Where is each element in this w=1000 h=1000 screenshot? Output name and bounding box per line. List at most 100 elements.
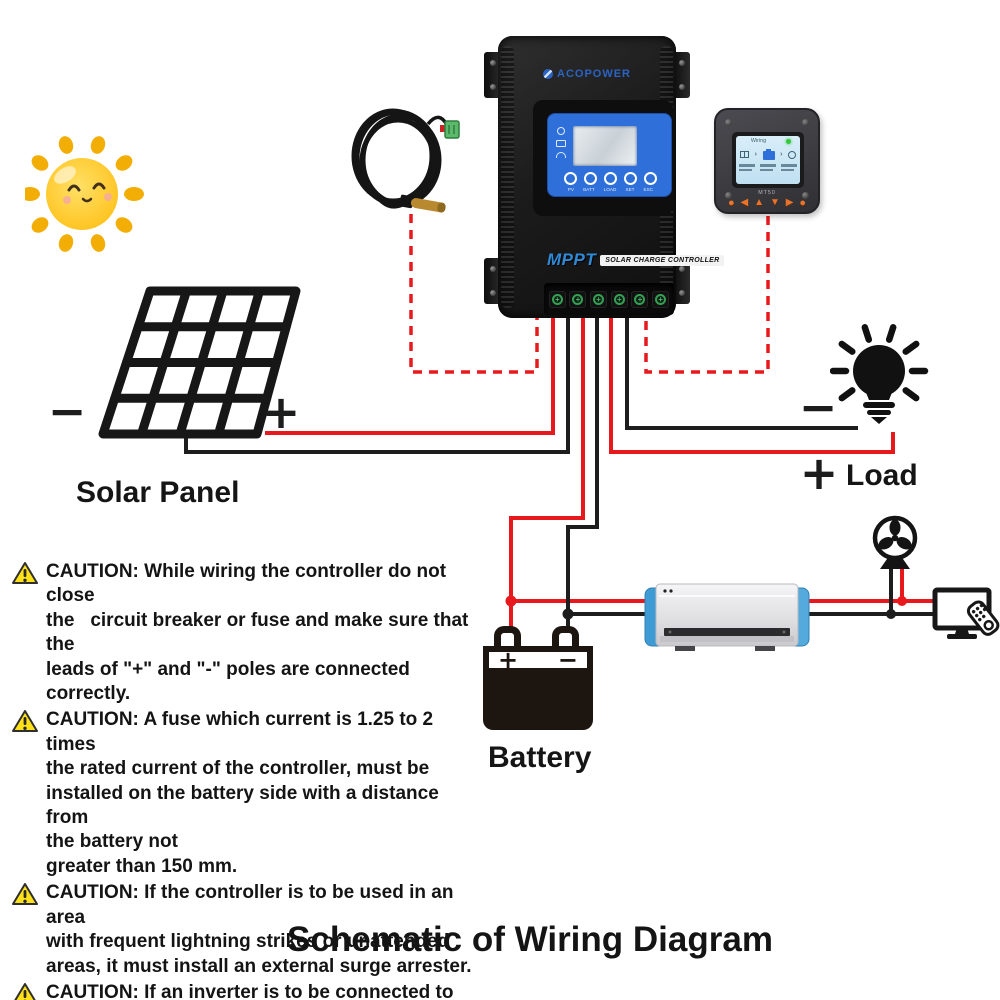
caution-text: CAUTION: If an inverter is to be connect… [46,981,454,1000]
display-panel: PV BATT LOAD SET ESC [547,113,672,197]
status-icon-column [556,127,566,158]
screw [802,192,809,199]
sun-illustration [25,133,145,259]
remote-control-icon [966,600,1000,636]
power-led [786,139,791,144]
esc-button: ● [728,197,735,209]
meter-buttons: ● ◀ ▲ ▼ ▶ ● [728,197,806,209]
caution-text: CAUTION: If the controller is to be used… [46,882,472,977]
terminal-screw: + [569,290,587,308]
solar-panel-label: Solar Panel [76,476,240,509]
warning-icon [12,883,38,906]
caution-text: CAUTION: A fuse which current is 1.25 to… [46,709,439,877]
terminal-block: + + + + + + [544,283,674,315]
battery-positive-wire [509,314,585,628]
lcd-screen [573,126,637,166]
screw [725,192,732,199]
sensor-probe [410,198,446,213]
caution-text: CAUTION: While wiring the controller do … [46,561,469,705]
set-button-label: SET [625,188,635,193]
solar-minus-label: − [47,384,87,438]
meter-screen-bezel: Wiring › › [732,132,804,188]
inverter-icon [644,583,810,651]
fan-icon [872,515,918,569]
batt-button-label: BATT [583,188,595,193]
display-module: PV BATT LOAD SET ESC [533,100,673,216]
controller-buttons [564,172,657,185]
left-arrow-button: ◀ [740,197,749,208]
inverter [643,574,811,664]
right-arrow-button: ▶ [785,197,794,208]
remote-meter-mt50: Wiring › › MT50 ● ◀ ▲ ▼ [714,108,820,214]
solar-panel-icon [98,286,301,439]
tv [928,584,1000,656]
chevron-icon: › [780,151,783,158]
controller-subtitle: SOLAR CHARGE CONTROLLER [600,254,725,266]
pv-status-icon [557,127,565,135]
fan-stand [880,556,910,569]
brand-name: ACOPOWER [557,68,631,80]
solar-panel [85,273,320,445]
enter-button: ● [799,197,806,209]
vent-ribs [501,46,514,308]
mounting-tab [673,52,690,98]
screw [802,119,809,126]
acopower-logo-icon [543,69,553,79]
solar-positive-wire [265,314,555,435]
mounting-tab [484,258,501,304]
junction-dot-negative-fan [886,609,896,619]
caution-item: CAUTION: A fuse which current is 1.25 to… [12,708,474,879]
load-positive-wire [609,314,895,454]
caution-list: CAUTION: While wiring the controller do … [12,560,474,1000]
sun-icon [25,136,144,252]
caution-item: CAUTION: If the controller is to be used… [12,881,474,979]
pv-button [564,172,577,185]
down-arrow-button: ▼ [769,197,780,208]
battery-negative-wire [566,314,599,628]
button-labels: PV BATT LOAD SET ESC [563,188,657,193]
load-button-label: LOAD [603,188,617,193]
temperature-sensor-icon [351,108,460,213]
fan [870,512,922,574]
junction-dot-negative-battery [562,608,574,620]
up-arrow-button: ▲ [754,197,765,208]
comm-status-icon [556,152,566,158]
load-icon [788,150,796,159]
battery-icon [762,149,775,160]
page-title: Schematic of Wiring Diagram [287,920,773,959]
chevron-icon: › [754,151,757,158]
temp-sensor-cable-dashed [409,214,539,374]
terminal-screw: + [610,290,628,308]
pv-button-label: PV [567,188,575,193]
caution-item: CAUTION: While wiring the controller do … [12,560,474,706]
mppt-badge: MPPT SOLAR CHARGE CONTROLLER [547,250,725,270]
meter-screen: Wiring › › [736,136,800,184]
mounting-tab [673,258,690,304]
light-bulb-icon [830,324,929,424]
tv-icon [932,587,1000,639]
sensor-green-connector [444,120,460,139]
battery-status-icon [556,140,566,147]
batt-button [584,172,597,185]
charge-controller: ACOPOWER [484,36,725,318]
brand-logo: ACOPOWER [498,68,676,80]
terminal-screw: + [548,290,566,308]
meter-model-label: MT50 [758,190,776,196]
junction-dot-positive-battery [505,595,517,607]
load-button [604,172,617,185]
load-plus-label: + [799,446,839,500]
warning-icon [12,562,38,584]
set-button [624,172,637,185]
load-label: Load [846,459,918,492]
remote-meter-cable-dashed [644,216,770,374]
terminal-screw: + [631,290,649,308]
meter-readings [739,164,797,171]
load-bulb [830,320,935,428]
battery-label: Battery [488,741,592,774]
screw [725,119,732,126]
battery-body [483,672,593,730]
terminal-screw: + [590,290,608,308]
esc-button [644,172,657,185]
